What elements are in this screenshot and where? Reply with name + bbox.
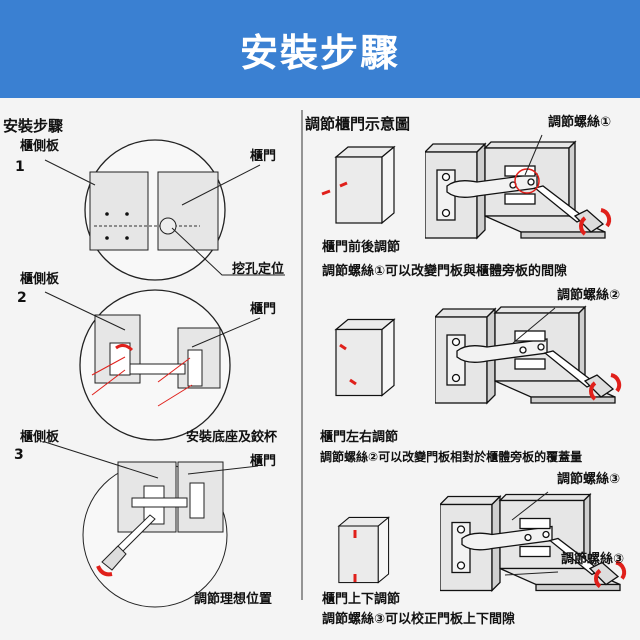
adjust-diagram-heading: 調節櫃門示意圖 xyxy=(305,115,411,133)
step2-note: 安裝底座及鉸杯 xyxy=(186,430,278,445)
step2-number: 2 xyxy=(17,290,27,306)
step3-diagram xyxy=(44,441,259,608)
step3-side-panel-label: 櫃側板 xyxy=(20,430,60,445)
hinge-diagram-2 xyxy=(435,307,619,403)
adjust3-heading: 櫃門上下調節 xyxy=(322,592,401,607)
step2-door-label: 櫃門 xyxy=(250,302,277,317)
screw2-label: 調節螺絲② xyxy=(557,288,621,303)
hinge-diagram-3 xyxy=(440,495,624,591)
adjust1-heading: 櫃門前後調節 xyxy=(322,240,401,255)
step3-door-label: 櫃門 xyxy=(250,454,277,469)
step1-door-label: 櫃門 xyxy=(250,149,277,164)
step3-note: 調節理想位置 xyxy=(194,592,273,607)
install-steps-heading: 安裝步驟 xyxy=(3,117,64,135)
step1-diagram xyxy=(44,139,285,281)
page-title: 安裝步驟 xyxy=(239,30,400,75)
step2-side-panel-label: 櫃側板 xyxy=(20,272,60,287)
screw1-label: 調節螺絲① xyxy=(548,115,612,130)
header-banner: 安裝步驟 xyxy=(0,0,640,98)
screw3-label-2: 調節螺絲③ xyxy=(561,552,625,567)
step2-diagram xyxy=(44,289,261,441)
step1-number: 1 xyxy=(15,159,25,175)
step1-side-panel-label: 櫃側板 xyxy=(20,139,60,154)
step3-number: 3 xyxy=(14,447,24,463)
adjust1-description: 調節螺絲①可以改變門板與櫃體旁板的間隙 xyxy=(322,264,568,279)
adjust2-heading: 櫃門左右調節 xyxy=(320,430,399,445)
screw3-label: 調節螺絲③ xyxy=(557,472,621,487)
cabinet-box-2 xyxy=(335,318,395,397)
adjust2-description: 調節螺絲②可以改變門板相對於櫃體旁板的覆蓋量 xyxy=(320,450,583,464)
cabinet-box-3 xyxy=(338,516,390,584)
adjust3-description: 調節螺絲③可以校正門板上下間隙 xyxy=(322,612,516,627)
hinge-diagram-1 xyxy=(425,140,612,240)
step1-note: 挖孔定位 xyxy=(232,262,285,277)
